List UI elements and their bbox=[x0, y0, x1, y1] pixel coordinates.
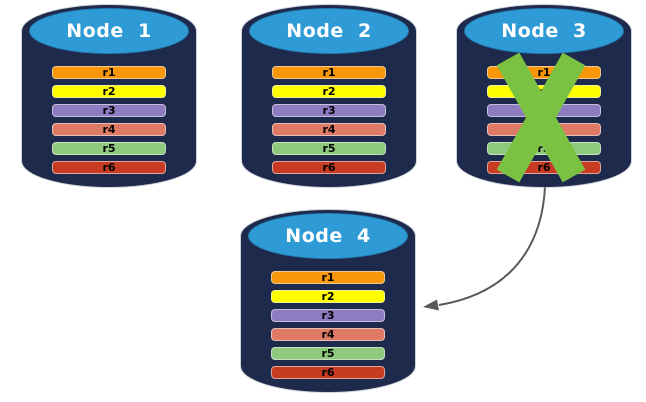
failover-arrow-line bbox=[438, 186, 546, 306]
node-2-title: Node 2 bbox=[286, 20, 372, 42]
record-r6: r6 bbox=[271, 366, 385, 379]
node-1-cylinder-top: Node 1 bbox=[29, 8, 189, 54]
failover-arrow-head bbox=[423, 299, 439, 311]
node-3-cylinder-top: Node 3 bbox=[464, 8, 624, 54]
record-r4: r4 bbox=[52, 123, 166, 136]
node-4-records: r1 r2 r3 r4 r5 r6 bbox=[271, 271, 385, 379]
record-r2: r2 bbox=[487, 85, 601, 98]
node-4: Node 4 r1 r2 r3 r4 r5 r6 bbox=[241, 210, 415, 392]
record-r1: r1 bbox=[271, 271, 385, 284]
record-r4: r4 bbox=[487, 123, 601, 136]
record-r1: r1 bbox=[52, 66, 166, 79]
record-r2: r2 bbox=[271, 290, 385, 303]
node-2-records: r1 r2 r3 r4 r5 r6 bbox=[272, 66, 386, 174]
record-r4: r4 bbox=[271, 328, 385, 341]
record-r6: r6 bbox=[272, 161, 386, 174]
node-1: Node 1 r1 r2 r3 r4 r5 r6 bbox=[22, 5, 196, 187]
record-r6: r6 bbox=[52, 161, 166, 174]
node-1-records: r1 r2 r3 r4 r5 r6 bbox=[52, 66, 166, 174]
record-r6: r6 bbox=[487, 161, 601, 174]
node-3-records: r1 r2 r3 r4 r5 r6 bbox=[487, 66, 601, 174]
node-3: Node 3 r1 r2 r3 r4 r5 r6 bbox=[457, 5, 631, 187]
record-r5: r5 bbox=[487, 142, 601, 155]
record-r2: r2 bbox=[272, 85, 386, 98]
node-4-cylinder-top: Node 4 bbox=[248, 213, 408, 259]
node-3-title: Node 3 bbox=[501, 20, 587, 42]
record-r4: r4 bbox=[272, 123, 386, 136]
record-r1: r1 bbox=[272, 66, 386, 79]
record-r3: r3 bbox=[272, 104, 386, 117]
node-2-cylinder-top: Node 2 bbox=[249, 8, 409, 54]
record-r2: r2 bbox=[52, 85, 166, 98]
record-r5: r5 bbox=[52, 142, 166, 155]
node-1-title: Node 1 bbox=[66, 20, 152, 42]
record-r3: r3 bbox=[487, 104, 601, 117]
record-r1: r1 bbox=[487, 66, 601, 79]
record-r3: r3 bbox=[52, 104, 166, 117]
record-r5: r5 bbox=[272, 142, 386, 155]
node-2: Node 2 r1 r2 r3 r4 r5 r6 bbox=[242, 5, 416, 187]
record-r5: r5 bbox=[271, 347, 385, 360]
record-r3: r3 bbox=[271, 309, 385, 322]
node-4-title: Node 4 bbox=[285, 225, 371, 247]
